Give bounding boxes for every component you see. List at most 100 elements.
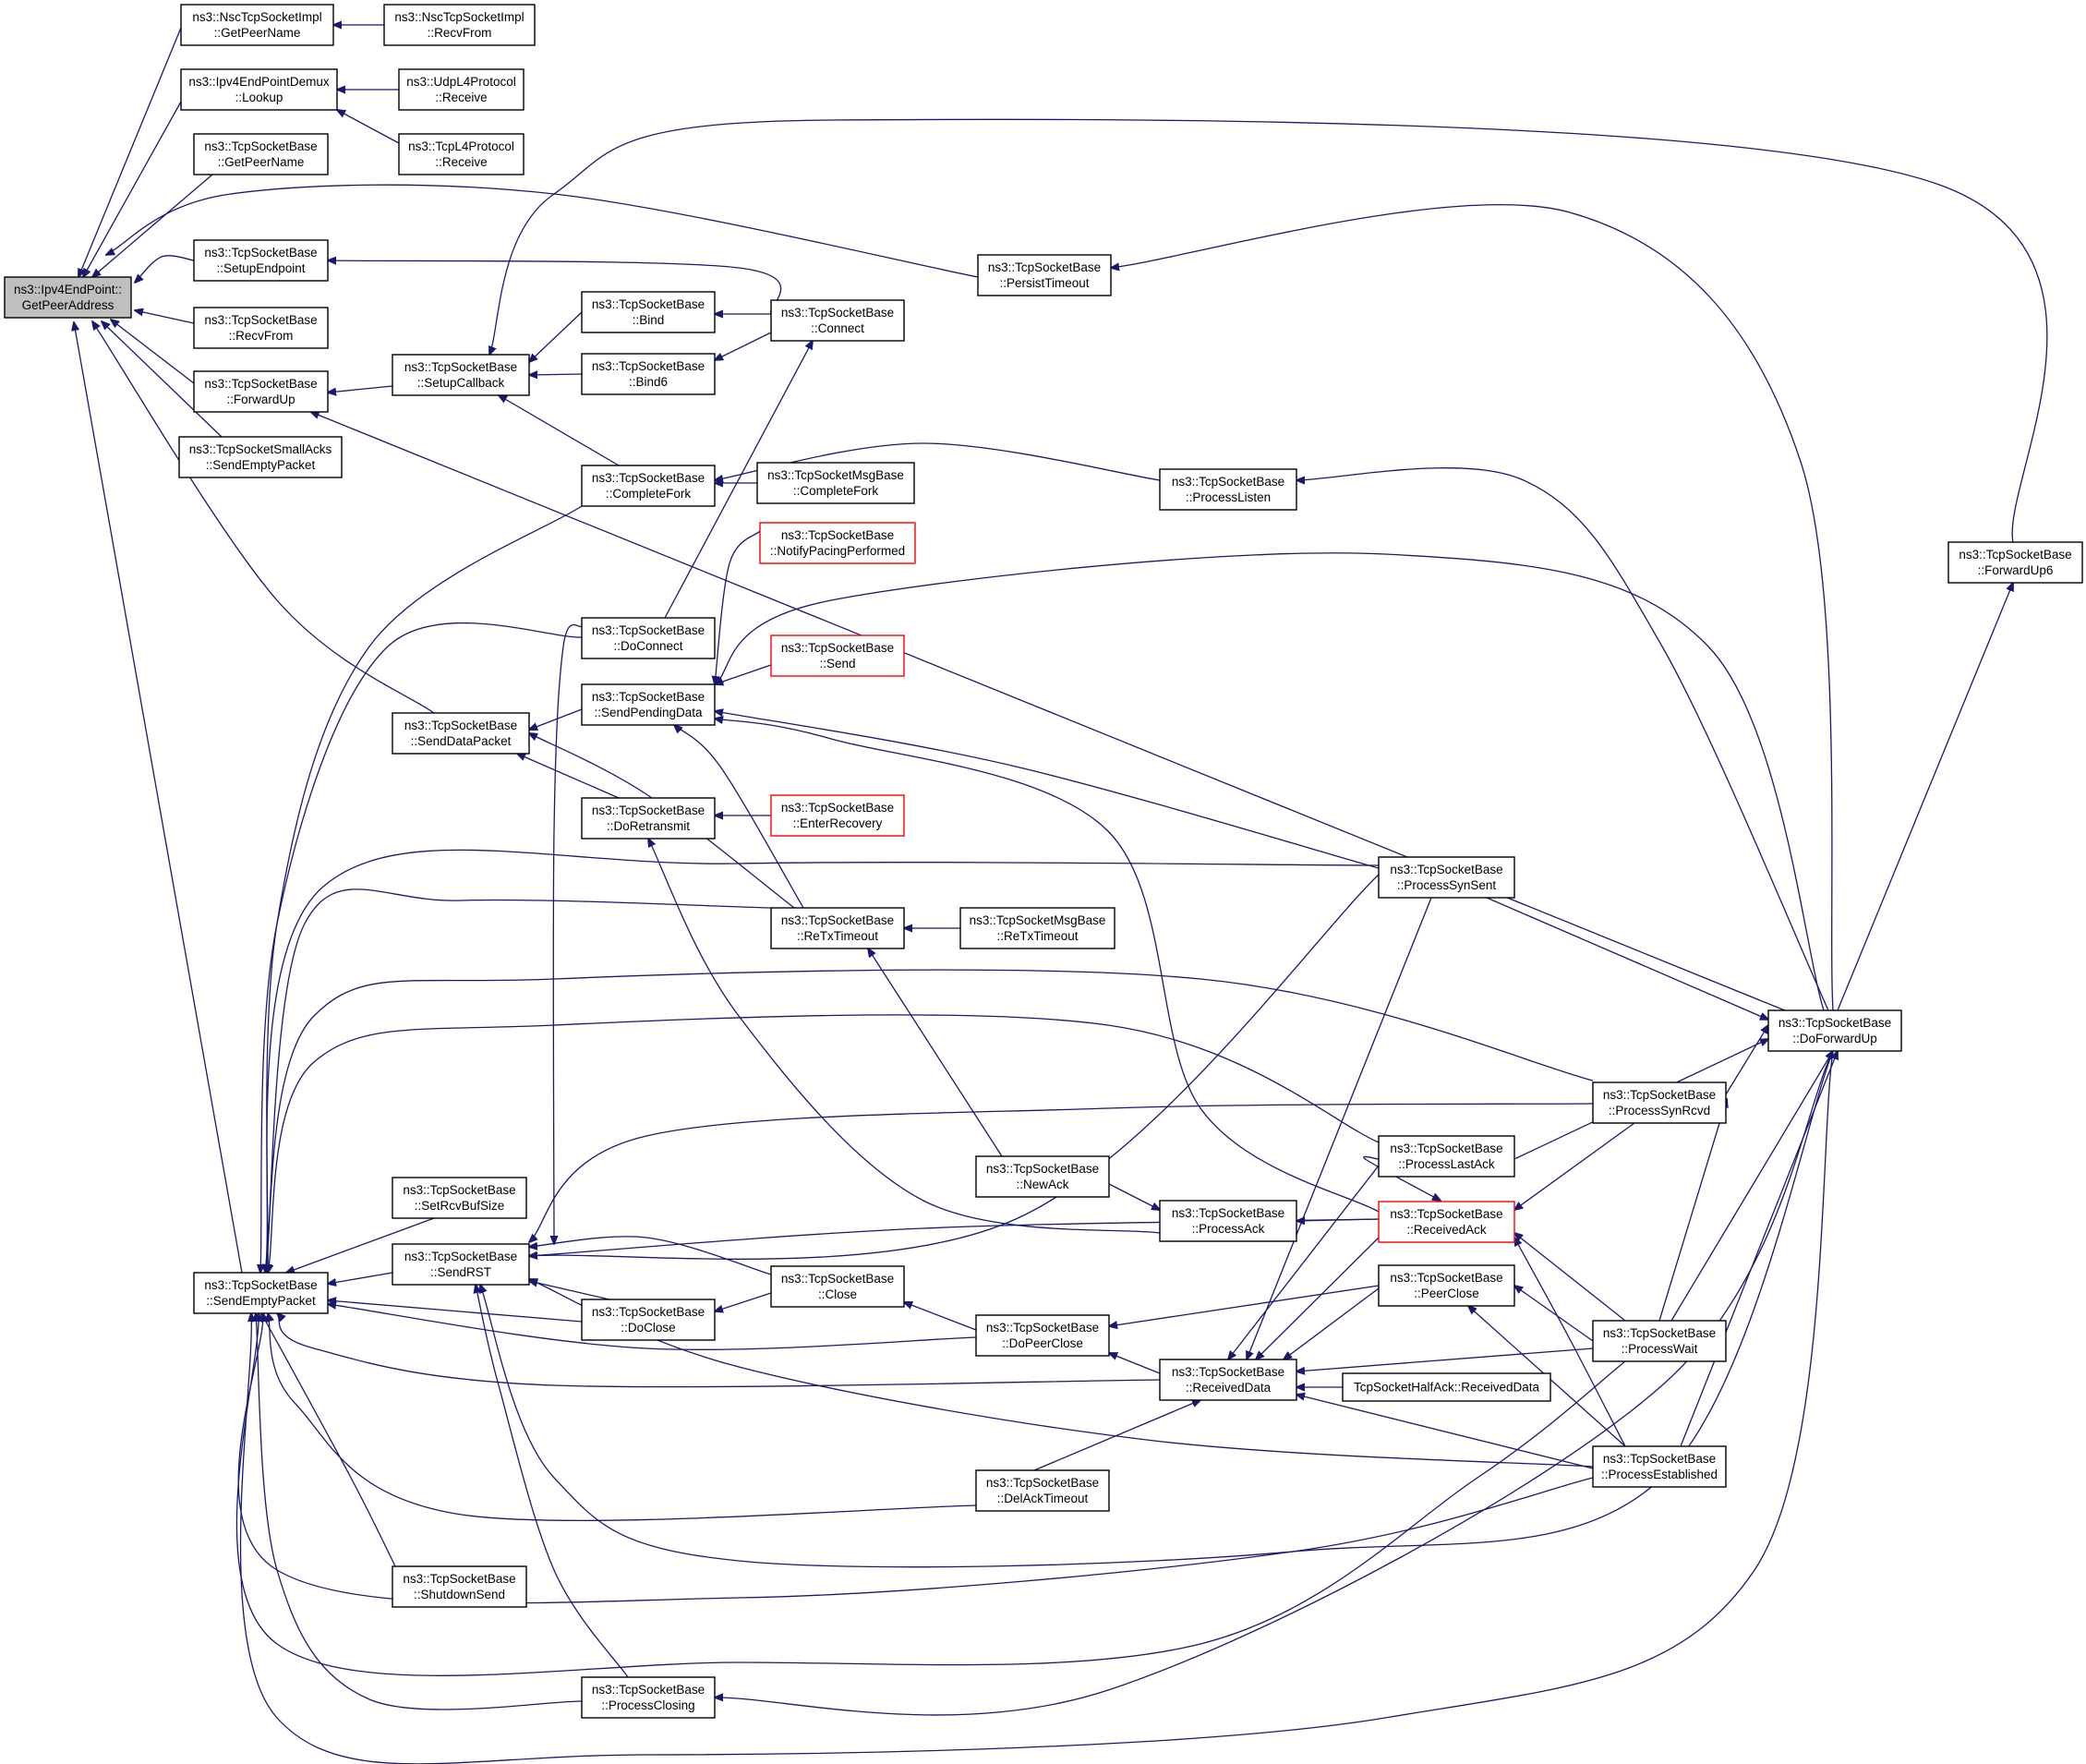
node-label: ns3::TcpSocketBase <box>988 260 1101 274</box>
node-label: ::SetRcvBufSize <box>415 1199 505 1213</box>
edge-sep-to-gpa <box>74 322 243 1274</box>
node-proc_lastack[interactable]: ns3::TcpSocketBase::ProcessLastAck <box>1378 1135 1515 1178</box>
node-proc_wait[interactable]: ns3::TcpSocketBase::ProcessWait <box>1592 1320 1727 1362</box>
node-demux[interactable]: ns3::Ipv4EndPointDemux::Lookup <box>180 68 338 111</box>
node-label: ns3::TcpSocketBase <box>986 1321 1099 1335</box>
edge-sendrst-to-sep <box>328 1272 393 1284</box>
edge-connect-to-bind6 <box>715 332 772 360</box>
edge-persist-to-gpa <box>106 184 979 278</box>
node-label: ns3::TcpSocketSmallAcks <box>189 442 332 456</box>
node-forwardup[interactable]: ns3::TcpSocketBase::ForwardUp <box>193 370 329 413</box>
node-proc_est[interactable]: ns3::TcpSocketBase::ProcessEstablished <box>1592 1445 1727 1488</box>
node-enter_rec[interactable]: ns3::TcpSocketBase::EnterRecovery <box>770 794 905 837</box>
node-doclose[interactable]: ns3::TcpSocketBase::DoClose <box>581 1299 716 1341</box>
node-sep[interactable]: ns3::TcpSocketBase::SendEmptyPacket <box>193 1272 329 1314</box>
node-label: ns3::UdpL4Protocol <box>406 75 516 89</box>
node-bind6[interactable]: ns3::TcpSocketBase::Bind6 <box>581 353 716 395</box>
node-label: ::SendDataPacket <box>411 734 512 748</box>
node-forwardup6[interactable]: ns3::TcpSocketBase::ForwardUp6 <box>1947 541 2083 584</box>
node-nsc_rf[interactable]: ns3::NscTcpSocketImpl::RecvFrom <box>383 4 536 46</box>
edge-proc_synrcvd-to-sendrst <box>529 1103 1594 1242</box>
node-shutdown[interactable]: ns3::TcpSocketBase::ShutdownSend <box>392 1565 527 1608</box>
node-proc_listen[interactable]: ns3::TcpSocketBase::ProcessListen <box>1159 468 1297 511</box>
node-label: ns3::TcpSocketBase <box>781 801 894 815</box>
node-doconnect[interactable]: ns3::TcpSocketBase::DoConnect <box>581 617 716 659</box>
node-label: ::Lookup <box>235 91 283 104</box>
edge-proc_synsent-to-spd <box>715 711 1380 869</box>
node-retx[interactable]: ns3::TcpSocketBase::ReTxTimeout <box>770 907 905 949</box>
node-box <box>392 1243 530 1286</box>
edge-doconnect-to-sep <box>260 622 583 1273</box>
node-box <box>581 1299 716 1341</box>
node-box <box>392 1177 527 1219</box>
node-proc_synsent[interactable]: ns3::TcpSocketBase::ProcessSynSent <box>1378 856 1515 899</box>
node-newack[interactable]: ns3::TcpSocketBase::NewAck <box>975 1155 1110 1198</box>
node-sendrst[interactable]: ns3::TcpSocketBase::SendRST <box>392 1243 530 1286</box>
node-recv_ack[interactable]: ns3::TcpSocketBase::ReceivedAck <box>1378 1201 1515 1243</box>
edge-recv_ack-to-recv_data <box>1256 1237 1380 1359</box>
edge-doretransmit-to-sdp <box>517 754 620 799</box>
node-nsc_gpn[interactable]: ns3::NscTcpSocketImpl::GetPeerName <box>180 4 334 46</box>
node-label: ns3::TcpSocketBase <box>204 139 317 153</box>
node-label: ns3::TcpSocketBase <box>986 1162 1099 1176</box>
edge-doclose-to-sendrst <box>529 1281 610 1300</box>
node-label: ns3::TcpSocketBase <box>781 1272 894 1286</box>
node-proc_synrcvd[interactable]: ns3::TcpSocketBase::ProcessSynRcvd <box>1592 1081 1727 1124</box>
node-complete_fork[interactable]: ns3::TcpSocketBase::CompleteFork <box>581 465 716 507</box>
node-box <box>581 353 716 395</box>
node-close[interactable]: ns3::TcpSocketBase::Close <box>770 1265 905 1308</box>
node-tcpl4[interactable]: ns3::TcpL4Protocol::Receive <box>398 133 525 175</box>
node-recv_data[interactable]: ns3::TcpSocketBase::ReceivedData <box>1159 1359 1297 1401</box>
edge-doforwardup-to-forwardup6 <box>1837 583 2013 1011</box>
edge-delack-to-sep <box>268 1313 977 1522</box>
node-udp[interactable]: ns3::UdpL4Protocol::Receive <box>398 68 525 111</box>
node-box <box>959 907 1115 949</box>
node-dopeerclose[interactable]: ns3::TcpSocketBase::DoPeerClose <box>975 1314 1110 1357</box>
node-setup_cb[interactable]: ns3::TcpSocketBase::SetupCallback <box>392 354 530 396</box>
node-label: ::ForwardUp <box>226 393 295 406</box>
node-setrcvbuf[interactable]: ns3::TcpSocketBase::SetRcvBufSize <box>392 1177 527 1219</box>
edge-peerclose-to-dopeerclose <box>1109 1285 1380 1326</box>
node-label: ns3::TcpSocketBase <box>1603 1088 1716 1102</box>
edge-tsb_gpn-to-gpa <box>92 174 213 277</box>
edge-proc_synsent-to-sep <box>265 849 1380 1273</box>
node-small_acks[interactable]: ns3::TcpSocketSmallAcks::SendEmptyPacket <box>178 436 343 478</box>
node-setup_ep[interactable]: ns3::TcpSocketBase::SetupEndpoint <box>193 239 329 282</box>
edge-doforwardup-to-forwardup <box>311 412 1786 1011</box>
edge-spd-to-sdp <box>529 708 583 730</box>
edge-recvfrom-to-gpa <box>135 310 195 324</box>
node-box <box>977 254 1112 296</box>
node-label: ::DoClose <box>621 1321 675 1335</box>
node-proc_ack[interactable]: ns3::TcpSocketBase::ProcessAck <box>1159 1200 1297 1242</box>
node-box <box>193 1272 329 1314</box>
node-label: ::SendPendingData <box>594 706 703 719</box>
edge-tcpl4-to-demux <box>337 110 400 144</box>
node-tsb_gpn[interactable]: ns3::TcpSocketBase::GetPeerName <box>193 133 329 175</box>
node-peerclose[interactable]: ns3::TcpSocketBase::PeerClose <box>1378 1264 1515 1307</box>
node-sdp[interactable]: ns3::TcpSocketBase::SendDataPacket <box>392 712 530 755</box>
node-bind[interactable]: ns3::TcpSocketBase::Bind <box>581 291 716 333</box>
node-notify_pacing[interactable]: ns3::TcpSocketBase::NotifyPacingPerforme… <box>759 522 916 564</box>
node-box <box>770 1265 905 1308</box>
node-proc_closing[interactable]: ns3::TcpSocketBase::ProcessClosing <box>581 1676 716 1719</box>
node-persist[interactable]: ns3::TcpSocketBase::PersistTimeout <box>977 254 1112 296</box>
edge-recv_data-to-dopeerclose <box>1109 1353 1161 1374</box>
node-doretransmit[interactable]: ns3::TcpSocketBase::DoRetransmit <box>581 797 716 840</box>
node-delack[interactable]: ns3::TcpSocketBase::DelAckTimeout <box>975 1469 1110 1512</box>
node-msg_cf[interactable]: ns3::TcpSocketMsgBase::CompleteFork <box>756 462 915 504</box>
node-label: ns3::Ipv4EndPointDemux <box>188 75 330 89</box>
node-box <box>770 634 905 677</box>
node-msg_retx[interactable]: ns3::TcpSocketMsgBase::ReTxTimeout <box>959 907 1115 949</box>
node-doforwardup[interactable]: ns3::TcpSocketBase::DoForwardUp <box>1767 1009 1902 1052</box>
node-connect[interactable]: ns3::TcpSocketBase::Connect <box>770 299 905 342</box>
node-recvfrom[interactable]: ns3::TcpSocketBase::RecvFrom <box>193 307 329 349</box>
node-halfack[interactable]: TcpSocketHalfAck::ReceivedData <box>1342 1372 1551 1402</box>
node-spd[interactable]: ns3::TcpSocketBase::SendPendingData <box>581 683 716 726</box>
node-send[interactable]: ns3::TcpSocketBase::Send <box>770 634 905 677</box>
edge-setup_ep-to-gpa <box>135 255 195 283</box>
node-box <box>193 307 329 349</box>
node-label: ::DelAckTimeout <box>997 1492 1089 1505</box>
edge-proc_lastack-to-recv_ack <box>1363 1155 1441 1201</box>
node-label: ::RecvFrom <box>229 329 294 343</box>
edge-shutdown-to-sep <box>261 1313 398 1571</box>
